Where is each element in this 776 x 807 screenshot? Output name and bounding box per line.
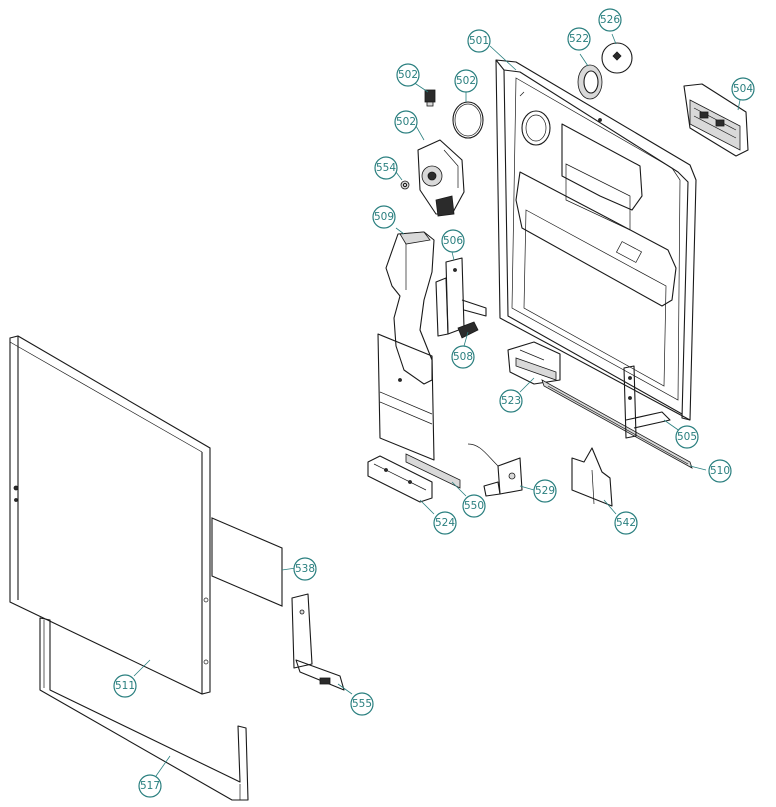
callout-522: 522 [567, 27, 591, 51]
part-554-washer [400, 180, 410, 190]
svg-text:524: 524 [435, 517, 455, 529]
svg-text:542: 542 [616, 517, 636, 529]
callout-506: 506 [441, 229, 465, 253]
part-502-oring [452, 101, 484, 139]
part-502-dispenser [417, 139, 465, 217]
part-502-switch [424, 89, 436, 107]
svg-text:526: 526 [600, 14, 620, 26]
svg-text:523: 523 [501, 395, 521, 407]
svg-text:529: 529 [535, 485, 555, 497]
part-529-bracket [467, 443, 523, 497]
svg-text:522: 522 [569, 33, 589, 45]
part-522-ring [577, 64, 603, 100]
svg-text:506: 506 [443, 235, 463, 247]
callout-502-dispenser: 502 [394, 110, 418, 134]
svg-text:504: 504 [733, 83, 753, 95]
svg-text:502: 502 [456, 75, 476, 87]
callout-508: 508 [451, 345, 475, 369]
callouts: 501 502 502 502 504 505 506 508 509 510 … [113, 8, 755, 798]
part-526-disc [601, 42, 633, 74]
callout-509: 509 [372, 205, 396, 229]
part-505-hinge [623, 365, 671, 439]
part-550-strip [405, 453, 461, 489]
svg-text:502: 502 [398, 69, 418, 81]
part-504-control-module [683, 83, 749, 157]
callout-526: 526 [598, 8, 622, 32]
part-508-clip [457, 321, 479, 339]
part-555-latch-bracket [291, 593, 345, 691]
callout-502-switch: 502 [396, 63, 420, 87]
callout-542: 542 [614, 511, 638, 535]
part-542-label [571, 447, 613, 507]
svg-text:501: 501 [469, 35, 489, 47]
svg-text:511: 511 [115, 680, 135, 692]
callout-517: 517 [138, 774, 162, 798]
svg-text:550: 550 [464, 500, 484, 512]
part-523-latch [507, 341, 561, 385]
svg-text:538: 538 [295, 563, 315, 575]
svg-text:502: 502 [396, 116, 416, 128]
part-538-panel [211, 517, 283, 607]
svg-text:554: 554 [376, 162, 396, 174]
leader-lines [133, 33, 743, 777]
callout-554: 554 [374, 156, 398, 180]
part-517-trim [39, 617, 249, 801]
callout-501: 501 [467, 29, 491, 53]
svg-text:517: 517 [140, 780, 160, 792]
callout-505: 505 [675, 425, 699, 449]
part-506-bracket [435, 257, 487, 337]
callout-529: 529 [533, 479, 557, 503]
callout-550: 550 [462, 494, 486, 518]
callout-524: 524 [433, 511, 457, 535]
part-509-duct [377, 231, 435, 461]
part-524-base [367, 455, 433, 503]
part-510-rail [541, 379, 693, 469]
callout-523: 523 [499, 389, 523, 413]
callout-502-oring: 502 [454, 69, 478, 93]
callout-504: 504 [731, 77, 755, 101]
callout-538: 538 [293, 557, 317, 581]
callout-511: 511 [113, 674, 137, 698]
svg-text:505: 505 [677, 431, 697, 443]
part-511-outer-door [9, 335, 211, 695]
callout-555: 555 [350, 692, 374, 716]
svg-text:555: 555 [352, 698, 372, 710]
part-501-inner-door [495, 59, 697, 421]
svg-text:510: 510 [710, 465, 730, 477]
callout-510: 510 [708, 459, 732, 483]
svg-text:509: 509 [374, 211, 394, 223]
svg-text:508: 508 [453, 351, 473, 363]
